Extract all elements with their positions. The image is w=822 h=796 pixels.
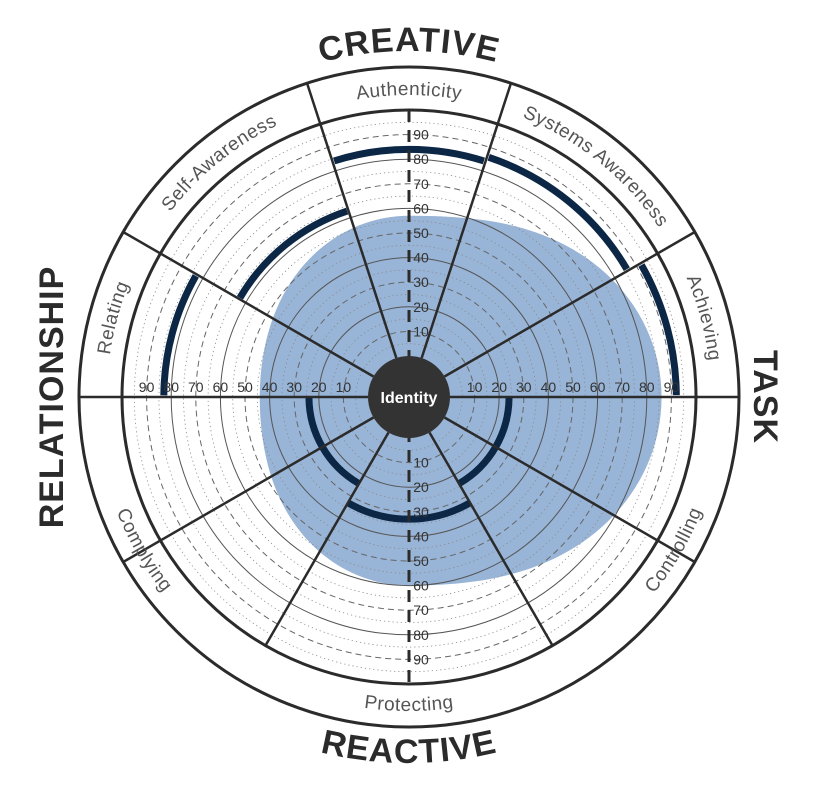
- tick-label-right-20: 20: [491, 379, 507, 395]
- tick-label-top-50: 50: [413, 225, 429, 241]
- tick-label-top-60: 60: [413, 200, 429, 216]
- spoke-line: [443, 230, 696, 378]
- segment-label-systems-awareness: Systems Awareness: [520, 102, 672, 231]
- tick-label-top-80: 80: [413, 151, 429, 167]
- tick-label-bottom-90: 90: [413, 651, 429, 667]
- identity-center-circle: [368, 356, 450, 438]
- segment-label-authenticity: Authenticity: [355, 79, 464, 104]
- tick-label-top-10: 10: [413, 323, 429, 339]
- spoke-line: [420, 82, 513, 359]
- tick-label-bottom-30: 30: [413, 504, 429, 520]
- tick-label-right-30: 30: [516, 379, 532, 395]
- tick-label-top-70: 70: [413, 176, 429, 192]
- score-bar-achieving: [638, 263, 680, 396]
- shaded-area: [259, 215, 662, 586]
- spoke-line: [122, 416, 375, 564]
- tick-label-bottom-60: 60: [413, 578, 429, 594]
- tick-label-left-10: 10: [336, 379, 352, 395]
- tick-label-left-70: 70: [188, 379, 204, 395]
- tick-label-right-80: 80: [639, 379, 655, 395]
- spoke-line: [443, 416, 696, 564]
- tick-label-right-70: 70: [614, 379, 630, 395]
- tick-label-top-20: 20: [413, 299, 429, 315]
- tick-label-right-50: 50: [565, 379, 581, 395]
- tick-label-bottom-20: 20: [413, 479, 429, 495]
- tick-label-left-20: 20: [311, 379, 327, 395]
- tick-label-bottom-10: 10: [413, 455, 429, 471]
- center-group: Identity: [368, 356, 450, 438]
- tick-label-left-80: 80: [163, 379, 179, 395]
- tick-label-left-40: 40: [262, 379, 278, 395]
- segment-label-protecting: Protecting: [363, 692, 455, 716]
- identity-label: Identity: [381, 390, 438, 407]
- dimension-label-text: CREATIVE: [315, 21, 503, 70]
- score-bar-relating: [160, 274, 199, 396]
- tick-label-right-60: 60: [590, 379, 606, 395]
- spoke-line: [264, 431, 390, 647]
- tick-label-bottom-70: 70: [413, 602, 429, 618]
- tick-label-left-60: 60: [213, 379, 229, 395]
- tick-label-bottom-50: 50: [413, 553, 429, 569]
- dimension-label-bottom: REACTIVE: [318, 723, 500, 771]
- spoke-line: [122, 230, 375, 378]
- tick-label-right-10: 10: [467, 379, 483, 395]
- tick-label-left-50: 50: [237, 379, 253, 395]
- shaded-area-group: [259, 215, 662, 586]
- dimension-label-text: REACTIVE: [318, 723, 499, 771]
- spoke-line: [305, 82, 398, 359]
- tick-label-right-90: 90: [664, 379, 680, 395]
- spoke-line: [428, 431, 554, 647]
- tick-label-top-90: 90: [413, 127, 429, 143]
- tick-label-top-40: 40: [413, 250, 429, 266]
- segment-label-text: Systems Awareness: [520, 102, 672, 231]
- tick-label-left-90: 90: [139, 379, 155, 395]
- score-bar-self-awareness: [236, 207, 349, 300]
- tick-label-bottom-80: 80: [413, 627, 429, 643]
- score-bar-systems-awareness: [487, 154, 630, 271]
- dimension-label-right: TASK: [746, 350, 784, 444]
- segment-label-text: Authenticity: [355, 79, 463, 104]
- tick-label-bottom-40: 40: [413, 528, 429, 544]
- tick-label-top-30: 30: [413, 274, 429, 290]
- score-bar-authenticity: [333, 145, 485, 165]
- dimension-label-left: RELATIONSHIP: [33, 266, 71, 529]
- segment-label-text: Protecting: [363, 692, 454, 716]
- tick-label-right-40: 40: [541, 379, 557, 395]
- dimension-label-top: CREATIVE: [315, 21, 504, 70]
- tick-label-left-30: 30: [286, 379, 302, 395]
- tick-labels-group: 10 20 30 40 50 60 70 80 90 10 20 30 40 50 60 70 80 90 10 20…: [139, 127, 680, 668]
